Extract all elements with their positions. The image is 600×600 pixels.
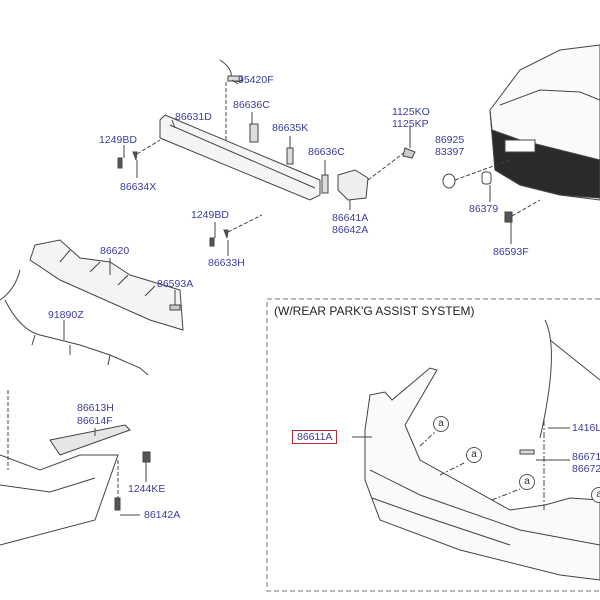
part-label-86613H[interactable]: 86613H	[77, 402, 114, 414]
part-label-86593A[interactable]: 86593A	[157, 278, 194, 290]
part-label-86633H[interactable]: 86633H	[208, 257, 245, 269]
section-title: (W/REAR PARK'G ASSIST SYSTEM)	[274, 304, 475, 318]
part-label-86636C[interactable]: 86636C	[308, 146, 345, 158]
part-label-86620[interactable]: 86620	[100, 245, 130, 257]
part-label-1249BD[interactable]: 1249BD	[99, 134, 137, 146]
part-label-86379[interactable]: 86379	[469, 203, 499, 215]
part-label-86593F[interactable]: 86593F	[493, 246, 529, 258]
car-rear-illustration	[489, 44, 600, 201]
part-label-86642A[interactable]: 86642A	[332, 224, 369, 236]
part-label-86614F[interactable]: 86614F	[77, 415, 113, 427]
part-label-1244KE[interactable]: 1244KE	[128, 483, 166, 495]
part-label-86636C[interactable]: 86636C	[233, 99, 270, 111]
part-label-86641A[interactable]: 86641A	[332, 212, 369, 224]
part-label-86672[interactable]: 86672	[572, 463, 600, 475]
part-label-91890Z[interactable]: 91890Z	[48, 309, 84, 321]
callout-a: a	[591, 487, 600, 503]
part-label-86142A[interactable]: 86142A	[144, 509, 181, 521]
part-label-1125KP[interactable]: 1125KP	[392, 118, 429, 130]
callout-a: a	[466, 447, 482, 463]
part-label-83397[interactable]: 83397	[435, 146, 465, 158]
callout-a: a	[433, 416, 449, 432]
part-label-86635K[interactable]: 86635K	[272, 122, 309, 134]
part-label-1416L[interactable]: 1416L	[572, 422, 600, 434]
part-label-1249BD[interactable]: 1249BD	[191, 209, 229, 221]
part-label-86671[interactable]: 86671	[572, 451, 600, 463]
part-label-86611A-highlighted[interactable]: 86611A	[292, 430, 338, 444]
part-label-86634X[interactable]: 86634X	[120, 181, 157, 193]
callout-a: a	[519, 474, 535, 490]
part-label-95420F[interactable]: 95420F	[238, 74, 274, 86]
part-label-86631D[interactable]: 86631D	[175, 111, 212, 123]
part-label-1125KO[interactable]: 1125KO	[392, 106, 430, 118]
part-label-86925[interactable]: 86925	[435, 134, 465, 146]
